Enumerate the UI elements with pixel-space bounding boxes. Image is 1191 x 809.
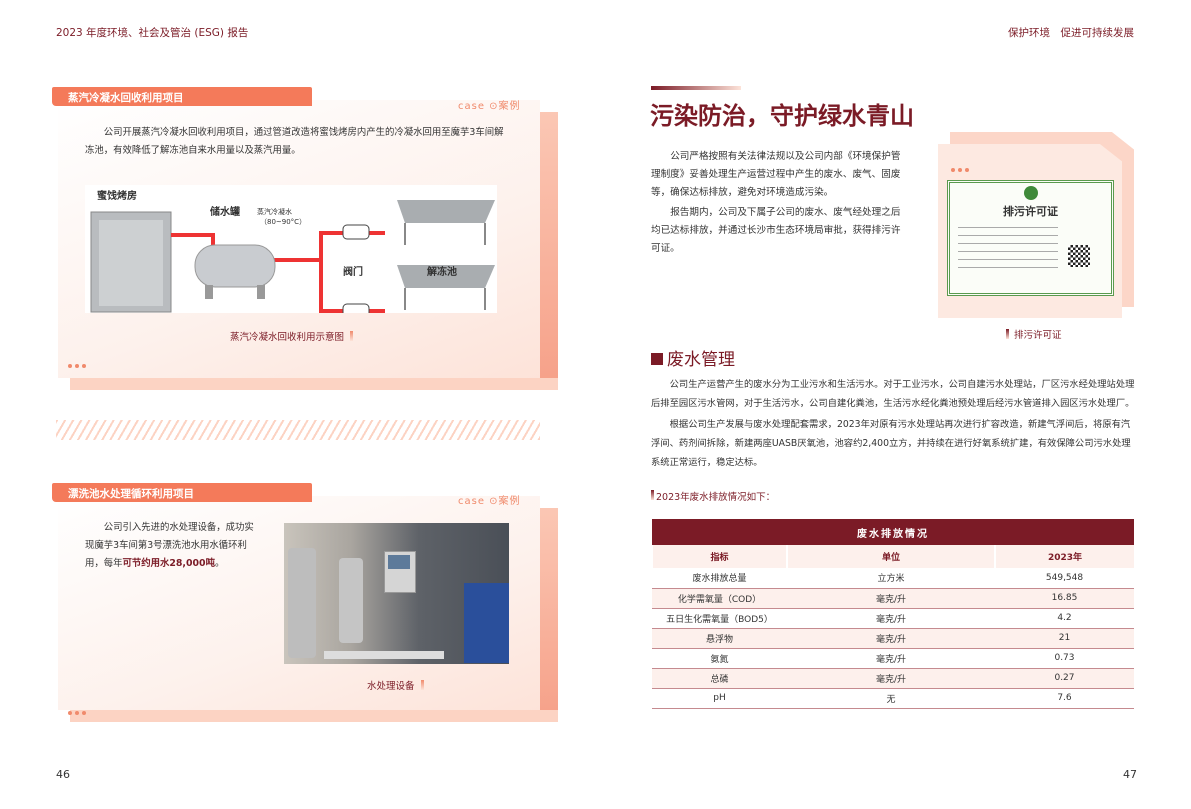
case2-caption: 水处理设备 — [367, 678, 424, 692]
table-cell: 16.85 — [995, 588, 1134, 609]
table-cell: 悬浮物 — [652, 628, 787, 649]
caption-text: 蒸汽冷凝水回收利用示意图 — [230, 332, 345, 343]
page-number-left: 46 — [56, 768, 70, 781]
table-intro: 2023年废水排放情况如下： — [651, 489, 775, 503]
case1-title: 蒸汽冷凝水回收利用项目 — [52, 87, 312, 106]
water-treatment-photo — [284, 523, 509, 664]
cert-title: 排污许可证 — [1003, 205, 1058, 218]
case-label: case ⊙案例 — [458, 496, 521, 507]
intro-paragraph-2: 报告期内，公司及下属子公司的废水、废气经处理之后均已达标排放，并通过长沙市生态环… — [651, 207, 901, 254]
section-heading: 废水管理 — [651, 345, 735, 370]
dots-decoration — [68, 700, 89, 719]
label-tank: 储水罐 — [210, 207, 240, 218]
table-cell: 废水排放总量 — [652, 568, 787, 589]
label-oven: 蜜饯烤房 — [97, 191, 137, 202]
table-cell: 氨氮 — [652, 648, 787, 669]
caption-text: 排污许可证 — [1014, 330, 1062, 341]
table-cell: 0.27 — [995, 668, 1134, 689]
case1-caption: 蒸汽冷凝水回收利用示意图 — [230, 329, 354, 343]
label-temp: （80~90°C） — [260, 218, 307, 226]
page-title: 污染防治，守护绿水青山 — [650, 102, 914, 130]
wastewater-paragraph-2: 根据公司生产发展与废水处理配套需求，2023年对原有污水处理站再次进行扩容改造，… — [651, 419, 1131, 468]
label-steam: 蒸汽冷凝水 — [257, 208, 292, 216]
condensate-diagram: 蜜饯烤房 储水罐 蒸汽冷凝水 （80~90°C） 阀门 解冻池 — [85, 185, 497, 313]
striped-divider — [56, 420, 540, 440]
table-cell: 4.2 — [995, 608, 1134, 629]
case1-text: 公司开展蒸汽冷凝水回收利用项目，通过管道改造将蜜饯烤房内产生的冷凝水回用至魔芋3… — [85, 127, 504, 156]
case2-title: 漂洗池水处理循环利用项目 — [52, 483, 312, 502]
table-title: 废水排放情况 — [652, 519, 1134, 545]
table-cell: 毫克/升 — [787, 588, 995, 609]
table-cell: 0.73 — [995, 648, 1134, 669]
qr-code — [1068, 245, 1090, 267]
table-cell: 7.6 — [995, 688, 1134, 709]
table-cell: 无 — [787, 688, 995, 709]
section-slogan: 保护环境 促进可持续发展 — [1008, 27, 1134, 39]
col-header: 2023年 — [994, 545, 1134, 568]
table-cell: 化学需氧量（COD） — [652, 588, 787, 609]
dots-decoration — [951, 157, 972, 176]
title-accent-bar — [651, 86, 741, 90]
text-part: 公司引入先进的水处理设备，成功实现魔芋3车间第3号漂洗池水用水循环利用，每年 — [85, 522, 254, 569]
case2-text: 公司引入先进的水处理设备，成功实现魔芋3车间第3号漂洗池水用水循环利用，每年可节… — [85, 519, 257, 573]
table-intro-text: 2023年废水排放情况如下： — [656, 492, 776, 503]
text-part: 。 — [214, 558, 225, 569]
table-cell: pH — [652, 688, 787, 709]
cert-caption: 排污许可证 — [1006, 327, 1062, 341]
water-saving-highlight: 可节约用水28,000吨 — [122, 558, 215, 569]
page-number-right: 47 — [1123, 768, 1137, 781]
table-cell: 21 — [995, 628, 1134, 649]
label-valve: 阀门 — [343, 267, 363, 278]
table-cell: 毫克/升 — [787, 608, 995, 629]
intro-paragraph-1: 公司严格按照有关法律法规以及公司内部《环境保护管理制度》妥善处理生产运营过程中产… — [651, 151, 901, 198]
wastewater-paragraph-1: 公司生产运营产生的废水分为工业污水和生活污水。对于工业污水，公司自建污水处理站，… — [651, 379, 1135, 409]
square-bullet-icon — [651, 353, 663, 365]
table-cell: 毫克/升 — [787, 668, 995, 689]
table-cell: 毫克/升 — [787, 628, 995, 649]
table-cell: 549,548 — [995, 568, 1134, 589]
table-cell: 毫克/升 — [787, 648, 995, 669]
caption-text: 水处理设备 — [367, 681, 415, 692]
case-label: case ⊙案例 — [458, 101, 521, 112]
pollutant-permit-image: 排污许可证 — [947, 180, 1114, 296]
dots-decoration — [68, 353, 89, 372]
col-header: 指标 — [651, 545, 787, 568]
table-cell: 五日生化需氧量（BOD5） — [652, 608, 787, 629]
report-title: 2023 年度环境、社会及管治 (ESG) 报告 — [56, 27, 249, 39]
label-pool: 解冻池 — [427, 267, 457, 278]
table-cell: 立方米 — [787, 568, 995, 589]
col-header: 单位 — [786, 545, 995, 568]
emblem-icon — [1024, 186, 1038, 200]
section-title: 废水管理 — [667, 350, 735, 370]
table-cell: 总磷 — [652, 668, 787, 689]
